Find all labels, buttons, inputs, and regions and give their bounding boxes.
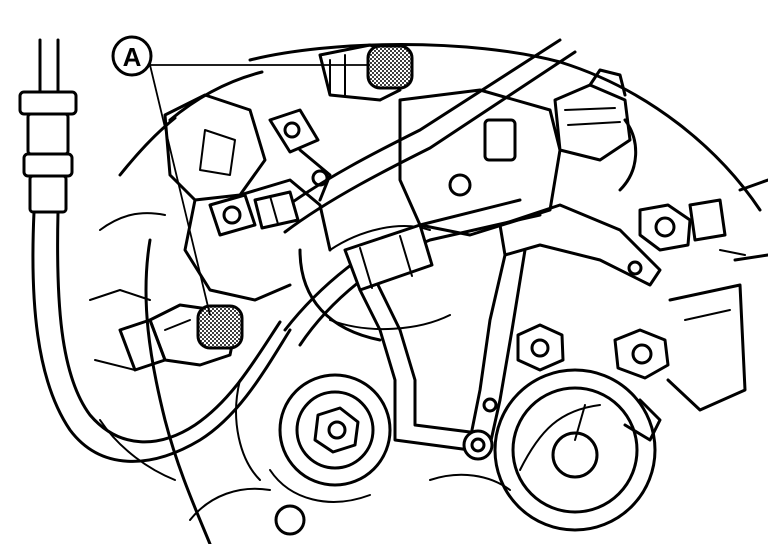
right-housing-block [666, 178, 768, 412]
bolt-center [516, 323, 565, 372]
callout-leaders [149, 64, 370, 316]
callout-a: A [111, 35, 153, 77]
union-fitting [208, 108, 332, 237]
bolt-upper-right [638, 198, 727, 252]
highlighted-fitting-upper [366, 44, 414, 90]
bolt-middle-right [613, 328, 670, 380]
left-pulley [269, 373, 392, 503]
lower-details [235, 379, 511, 536]
pipe-clamp [343, 223, 434, 292]
callout-a-label: A [123, 42, 142, 72]
main-pipe [273, 38, 577, 347]
bolt-group [462, 198, 727, 461]
pump-body [298, 88, 562, 342]
right-pulley [493, 368, 662, 532]
electrical-connector [553, 68, 638, 192]
engine-housing [99, 43, 762, 544]
support-bracket [358, 203, 662, 452]
highlighted-fitting-lower [196, 304, 244, 350]
bolt-lower-bracket [462, 429, 494, 461]
left-flexible-hose [18, 38, 292, 463]
